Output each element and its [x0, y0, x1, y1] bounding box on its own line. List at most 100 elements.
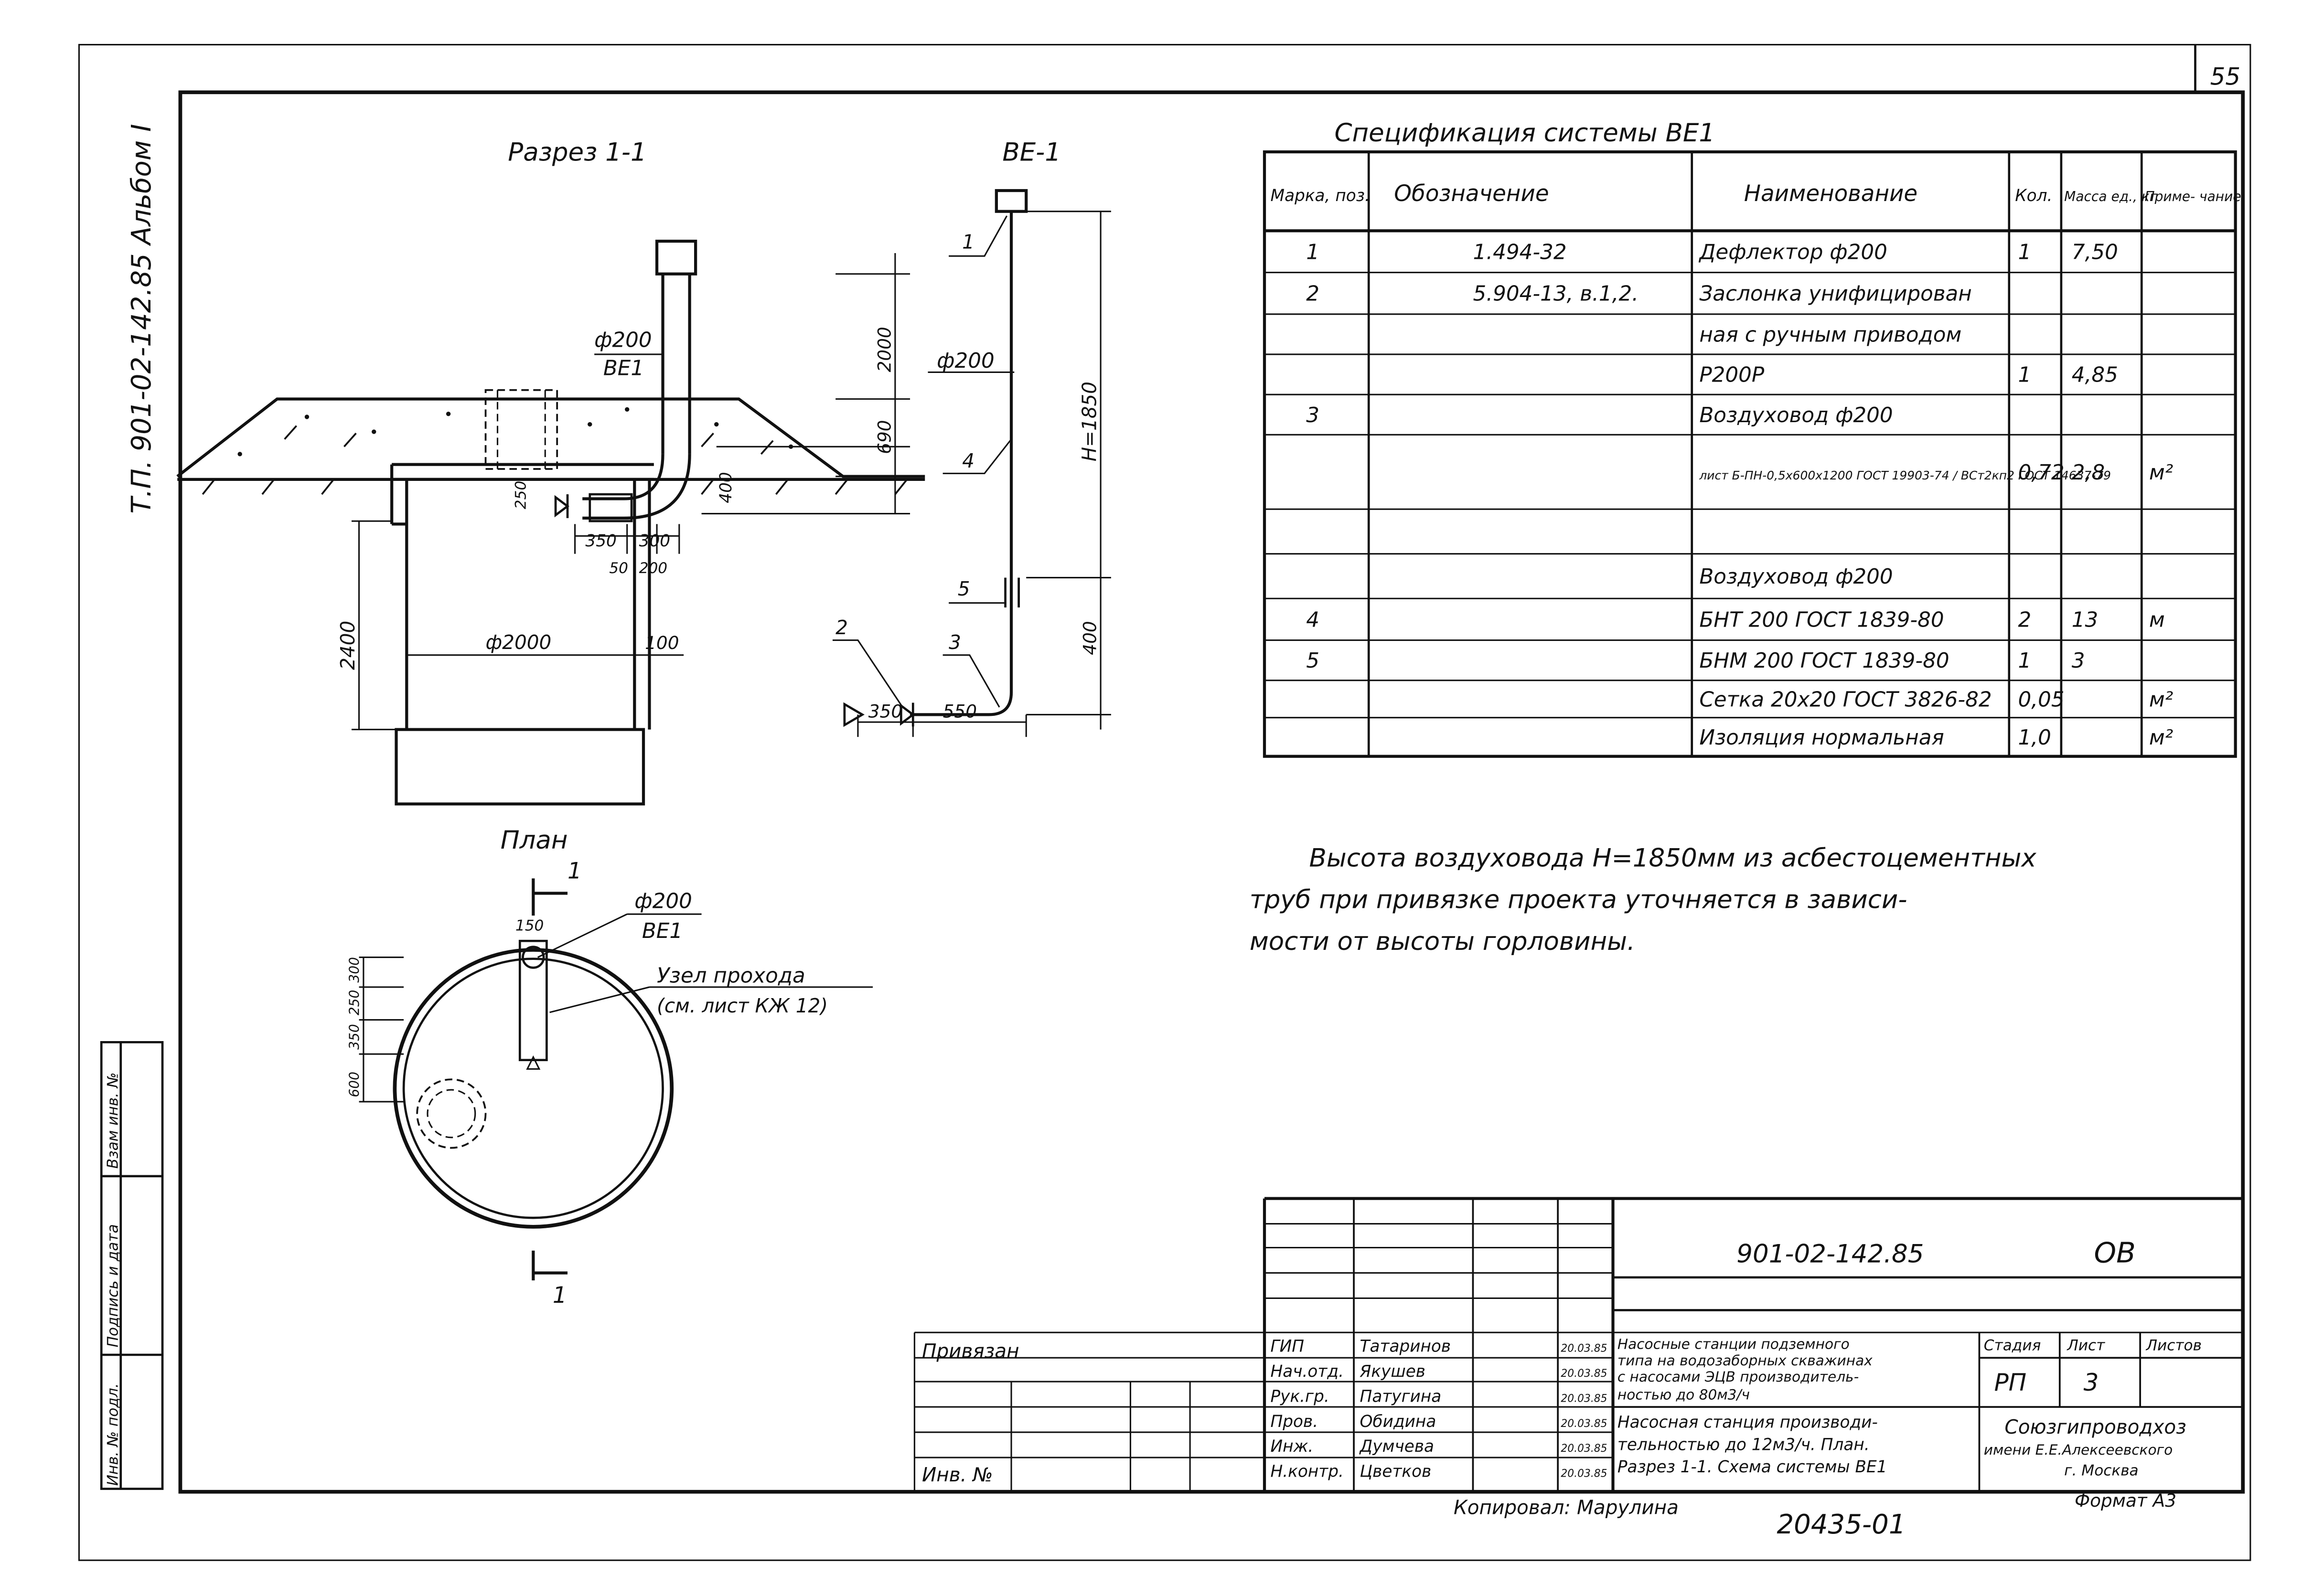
tb-sheet-title-1: Насосная станция производи- — [1617, 1413, 1878, 1432]
plan-node-ref: (см. лист КЖ 12) — [657, 994, 828, 1017]
tb-person-cell: Думчева — [1359, 1437, 1435, 1456]
tb-person-cell: 20.03.85 — [1561, 1343, 1607, 1355]
spec-cell: 1 — [2018, 240, 2031, 264]
plan-cut-top: 1 — [568, 858, 582, 884]
spec-cell: 2,8 — [2072, 460, 2105, 485]
tb-person-cell: Н.контр. — [1270, 1462, 1343, 1481]
spec-cell: 4,85 — [2072, 363, 2118, 387]
title-block: 901-02-142.85 ОВ Насосные станции подзем… — [913, 1197, 2243, 1540]
note-line-2: труб при привязке проекта уточняется в з… — [1250, 885, 1907, 915]
riser-pos-5: 5 — [958, 577, 970, 600]
tb-person-cell: 20.03.85 — [1561, 1368, 1607, 1380]
tb-project-4: ностью до 80м3/ч — [1617, 1386, 1750, 1403]
tb-archive: 20435-01 — [1777, 1509, 1906, 1540]
riser-pos-3: 3 — [949, 631, 961, 654]
tb-person-cell: Патугина — [1360, 1387, 1442, 1406]
section-dim-200: 200 — [639, 560, 667, 577]
spec-cell: 1 — [1306, 240, 1319, 264]
tb-sheet: 3 — [2084, 1369, 2099, 1396]
section-dim-2400: 2400 — [336, 621, 359, 670]
tb-sheets-label: Листов — [2146, 1337, 2202, 1354]
tb-sheet-title-2: тельностью до 12м3/ч. План. — [1617, 1435, 1870, 1454]
plan-dim-250: 250 — [347, 990, 363, 1016]
tb-person-cell: Пров. — [1270, 1412, 1318, 1431]
spec-header-note: Приме- чание — [2144, 189, 2241, 204]
side-cell-sign: Подпись и дата — [105, 1224, 122, 1347]
tb-format: Формат А3 — [2075, 1490, 2176, 1511]
spec-cell: Дефлектор ф200 — [1698, 240, 1887, 264]
tb-person-cell: 20.03.85 — [1561, 1468, 1607, 1480]
tb-project-1: Насосные станции подземного — [1617, 1336, 1850, 1352]
spec-header-qty: Кол. — [2015, 186, 2052, 205]
tb-person-cell: Якушев — [1360, 1362, 1425, 1381]
spec-cell: 5 — [1306, 649, 1319, 673]
plan-dim-350: 350 — [347, 1024, 363, 1050]
tb-sheet-label: Лист — [2067, 1337, 2105, 1354]
spec-cell: 3 — [2072, 649, 2085, 673]
spec-cell: Воздуховод ф200 — [1699, 403, 1893, 427]
spec-cell: 5.904-13, в.1,2. — [1473, 282, 1638, 306]
spec-cell: Изоляция нормальная — [1699, 725, 1944, 750]
plan-dim-300: 300 — [347, 957, 363, 983]
tb-org-3: г. Москва — [2064, 1462, 2139, 1479]
spec-cell: БНМ 200 ГОСТ 1839-80 — [1699, 649, 1949, 673]
plan-view: План 1 1 ф200 ВЕ1 150 Узел прохода (см. … — [347, 826, 873, 1309]
plan-title: План — [501, 826, 568, 855]
spec-cell: БНТ 200 ГОСТ 1839-80 — [1699, 607, 1944, 632]
tb-copied: Копировал: Марулина — [1454, 1496, 1679, 1519]
spec-header-name: Наименование — [1744, 181, 1917, 207]
sheet-frame: 55 — [78, 43, 2251, 1561]
tb-person-cell: 20.03.85 — [1561, 1418, 1607, 1430]
spec-cell: м² — [2149, 687, 2173, 712]
section-dim-400: 400 — [717, 472, 736, 503]
spec-header-designation: Обозначение — [1394, 181, 1549, 207]
riser-dim-400: 400 — [1080, 621, 1101, 655]
tb-person-cell: Обидина — [1360, 1412, 1436, 1431]
riser-ve1: ВЕ-1 1 ф200 4 5 2 3 H=1850 400 350 550 — [832, 138, 1111, 737]
tb-person-cell: Нач.отд. — [1270, 1362, 1343, 1381]
section-system-label: ВЕ1 — [603, 356, 644, 381]
spec-cell: ная с ручным приводом — [1699, 322, 1961, 347]
spec-cell: 1.494-32 — [1473, 240, 1566, 264]
tb-doc-code: 901-02-142.85 — [1736, 1240, 1924, 1269]
plan-system-label: ВЕ1 — [642, 919, 683, 943]
tb-org-2: имени Е.Е.Алексеевского — [1984, 1442, 2173, 1458]
side-stamp-text: Т.П. 901-02-142.85 Альбом I — [126, 124, 157, 513]
tb-person-cell: Татаринов — [1360, 1337, 1451, 1356]
specification-table: Спецификация системы ВЕ1 Марка, поз. Обо… — [1263, 118, 2241, 758]
tb-project-3: с насосами ЭЦВ производитель- — [1617, 1369, 1859, 1385]
section-dim-100: 100 — [645, 632, 679, 653]
spec-cell: 1 — [2018, 363, 2031, 387]
spec-cell: м — [2149, 607, 2165, 632]
spec-cell: 7,50 — [2072, 240, 2118, 264]
plan-pipe-label: ф200 — [634, 889, 692, 914]
spec-cell: м² — [2149, 460, 2173, 485]
spec-cell: Сетка 20х20 ГОСТ 3826-82 — [1699, 687, 1992, 712]
tb-privyazan: Привязан — [922, 1340, 1019, 1362]
spec-cell: м² — [2149, 725, 2173, 750]
section-title: Разрез 1-1 — [508, 138, 646, 167]
riser-pos-2: 2 — [835, 616, 848, 639]
spec-rows: 1 1.494-32 Дефлектор ф200 1 7,50 2 5.904-13, в… — [1306, 240, 2173, 749]
riser-height: H=1850 — [1078, 382, 1101, 462]
tb-sheet-title-3: Разрез 1-1. Схема системы ВЕ1 — [1617, 1458, 1887, 1477]
tb-mark: ОВ — [2094, 1236, 2135, 1269]
spec-cell: 2 — [2018, 607, 2031, 632]
side-cell-vzam: Взам инв. № — [105, 1073, 122, 1169]
spec-cell: 1 — [2018, 649, 2031, 673]
tb-project-2: типа на водозаборных скважинах — [1617, 1352, 1873, 1369]
spec-cell: 0,05 — [2018, 687, 2064, 712]
section-dim-250: 250 — [513, 481, 530, 509]
spec-cell: 4 — [1306, 607, 1319, 632]
riser-dim-350: 350 — [868, 701, 902, 722]
spec-cell: 3 — [1306, 403, 1319, 427]
section-1-1: Разрез 1-1 ф200 ВЕ1 2000 690 — [176, 138, 925, 806]
tb-person-cell: Рук.гр. — [1270, 1387, 1329, 1406]
spec-cell: 0,72 — [2018, 460, 2064, 485]
riser-pos-1: 1 — [962, 231, 974, 254]
section-dim-350: 350 — [585, 532, 616, 551]
spec-title: Спецификация системы ВЕ1 — [1335, 118, 1715, 148]
spec-cell: 13 — [2072, 607, 2099, 632]
